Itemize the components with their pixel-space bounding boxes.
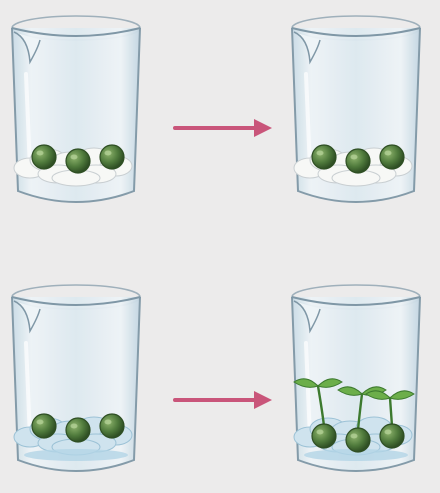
- beaker-dry-after: [292, 16, 420, 202]
- water-pool: [24, 449, 128, 461]
- seed-shine: [105, 420, 112, 425]
- seed-shine: [71, 155, 78, 160]
- beaker-wet-before: [12, 285, 140, 471]
- arrow-head: [254, 119, 272, 137]
- right-arrow-icon: [175, 391, 272, 409]
- seed-shine: [385, 430, 392, 435]
- seed-icon: [312, 145, 336, 169]
- seed-shine: [317, 151, 324, 156]
- seed-icon: [312, 424, 336, 448]
- seed-icon: [346, 149, 370, 173]
- seed-icon: [380, 424, 404, 448]
- seed-icon: [100, 145, 124, 169]
- seed-icon: [66, 418, 90, 442]
- right-arrow-icon: [175, 119, 272, 137]
- seed-shine: [71, 424, 78, 429]
- seed-shine: [351, 434, 358, 439]
- arrow-head: [254, 391, 272, 409]
- beaker-dry-before: [12, 16, 140, 202]
- seed-icon: [346, 428, 370, 452]
- seed-shine: [37, 420, 44, 425]
- seed-shine: [317, 430, 324, 435]
- seed-icon: [100, 414, 124, 438]
- beaker-wet-after: [292, 285, 420, 471]
- seed-icon: [32, 414, 56, 438]
- seed-shine: [37, 151, 44, 156]
- seed-icon: [380, 145, 404, 169]
- seed-shine: [351, 155, 358, 160]
- seed-shine: [105, 151, 112, 156]
- seed-icon: [66, 149, 90, 173]
- seed-icon: [32, 145, 56, 169]
- seed-shine: [385, 151, 392, 156]
